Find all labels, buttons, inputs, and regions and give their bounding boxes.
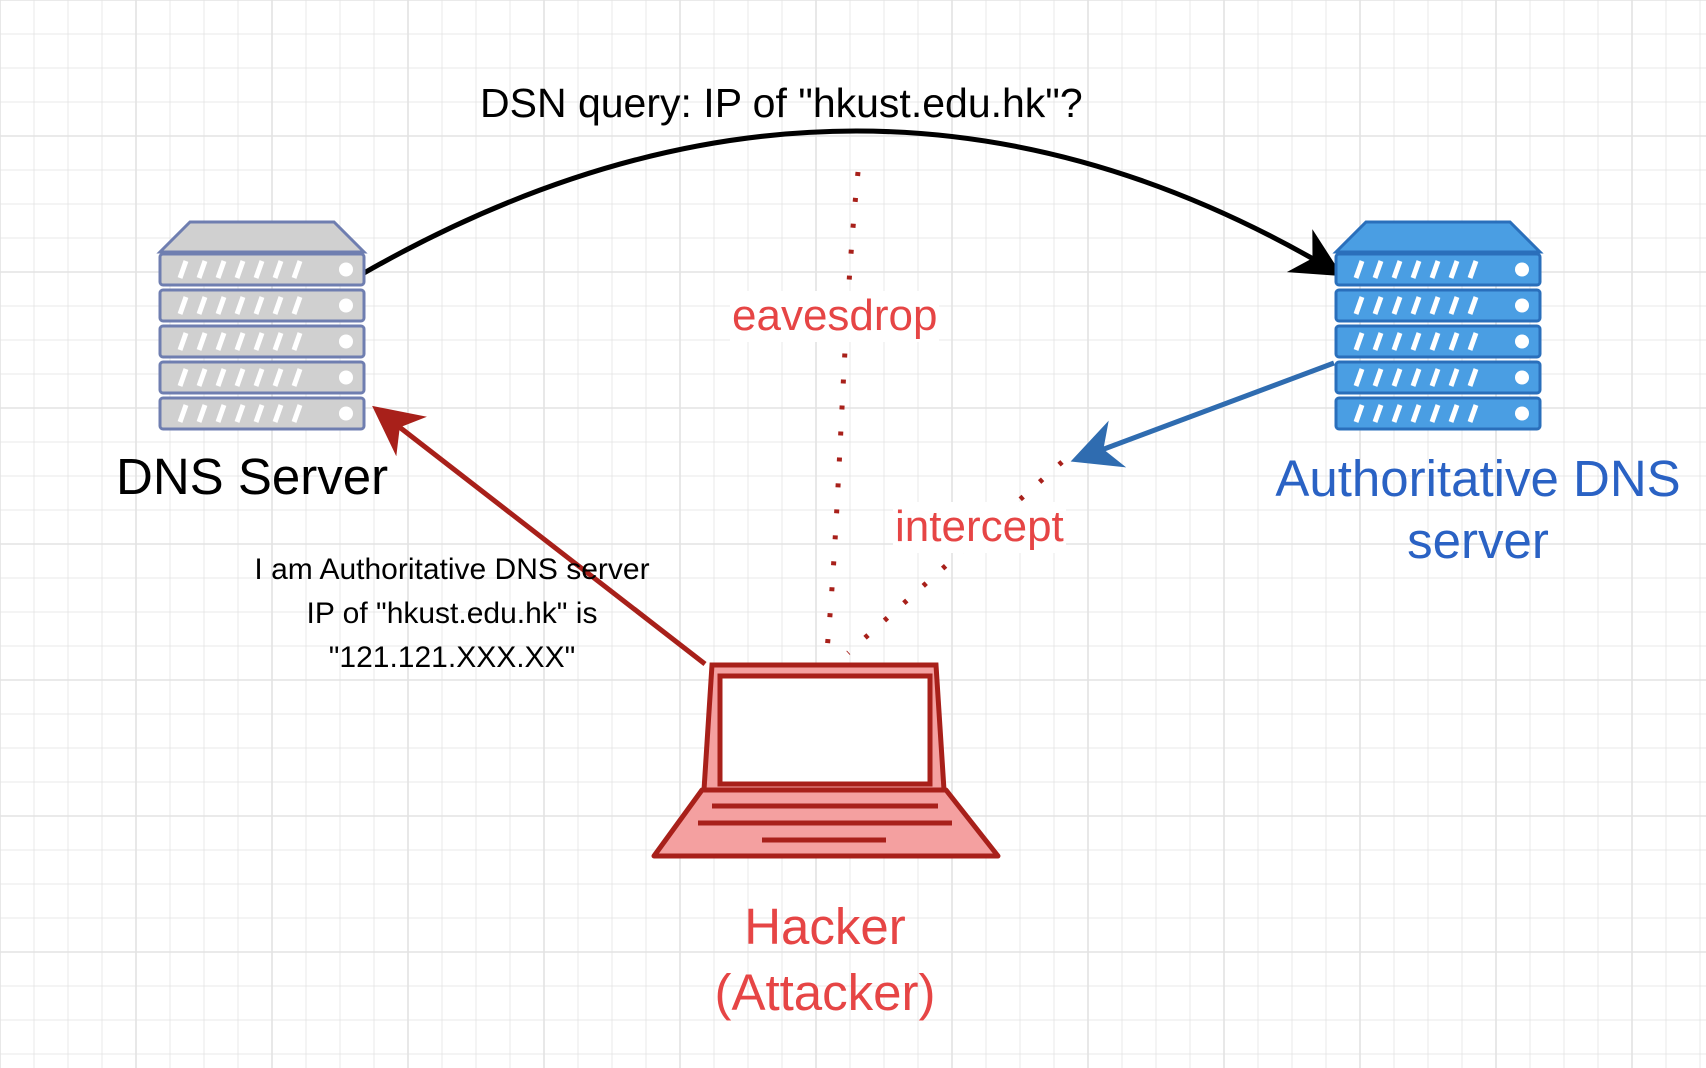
dns-server-icon (156, 220, 368, 431)
authoritative-dns-server-icon (1332, 220, 1544, 431)
spoofed-response-line: "121.121.XXX.XX" (328, 641, 576, 674)
authoritative-label-line: server (1407, 512, 1549, 569)
authoritative-label-line: Authoritative DNS (1275, 450, 1681, 507)
intercept-line (846, 460, 1064, 655)
spoofed-response-label: I am Authoritative DNS server IP of "hku… (222, 548, 682, 680)
response-arrow (1070, 360, 1335, 468)
laptop-icon (651, 662, 1001, 859)
hacker-label-line: (Attacker) (714, 964, 936, 1021)
dns-server-label: DNS Server (116, 448, 389, 505)
eavesdrop-line (823, 171, 861, 661)
query-label: DSN query: IP of "hkust.edu.hk"? (480, 80, 1083, 126)
authoritative-dns-server-label: Authoritative DNS server (1250, 448, 1706, 572)
intercept-label: intercept (893, 502, 1066, 553)
query-arrow (362, 128, 1343, 277)
eavesdrop-label: eavesdrop (730, 291, 940, 342)
hacker-label-line: Hacker (744, 898, 906, 955)
spoofed-response-arrow (372, 405, 707, 666)
spoofed-response-line: I am Authoritative DNS server (254, 553, 650, 586)
hacker-label: Hacker (Attacker) (645, 894, 1005, 1026)
spoofed-response-line: IP of "hkust.edu.hk" is (306, 597, 598, 630)
